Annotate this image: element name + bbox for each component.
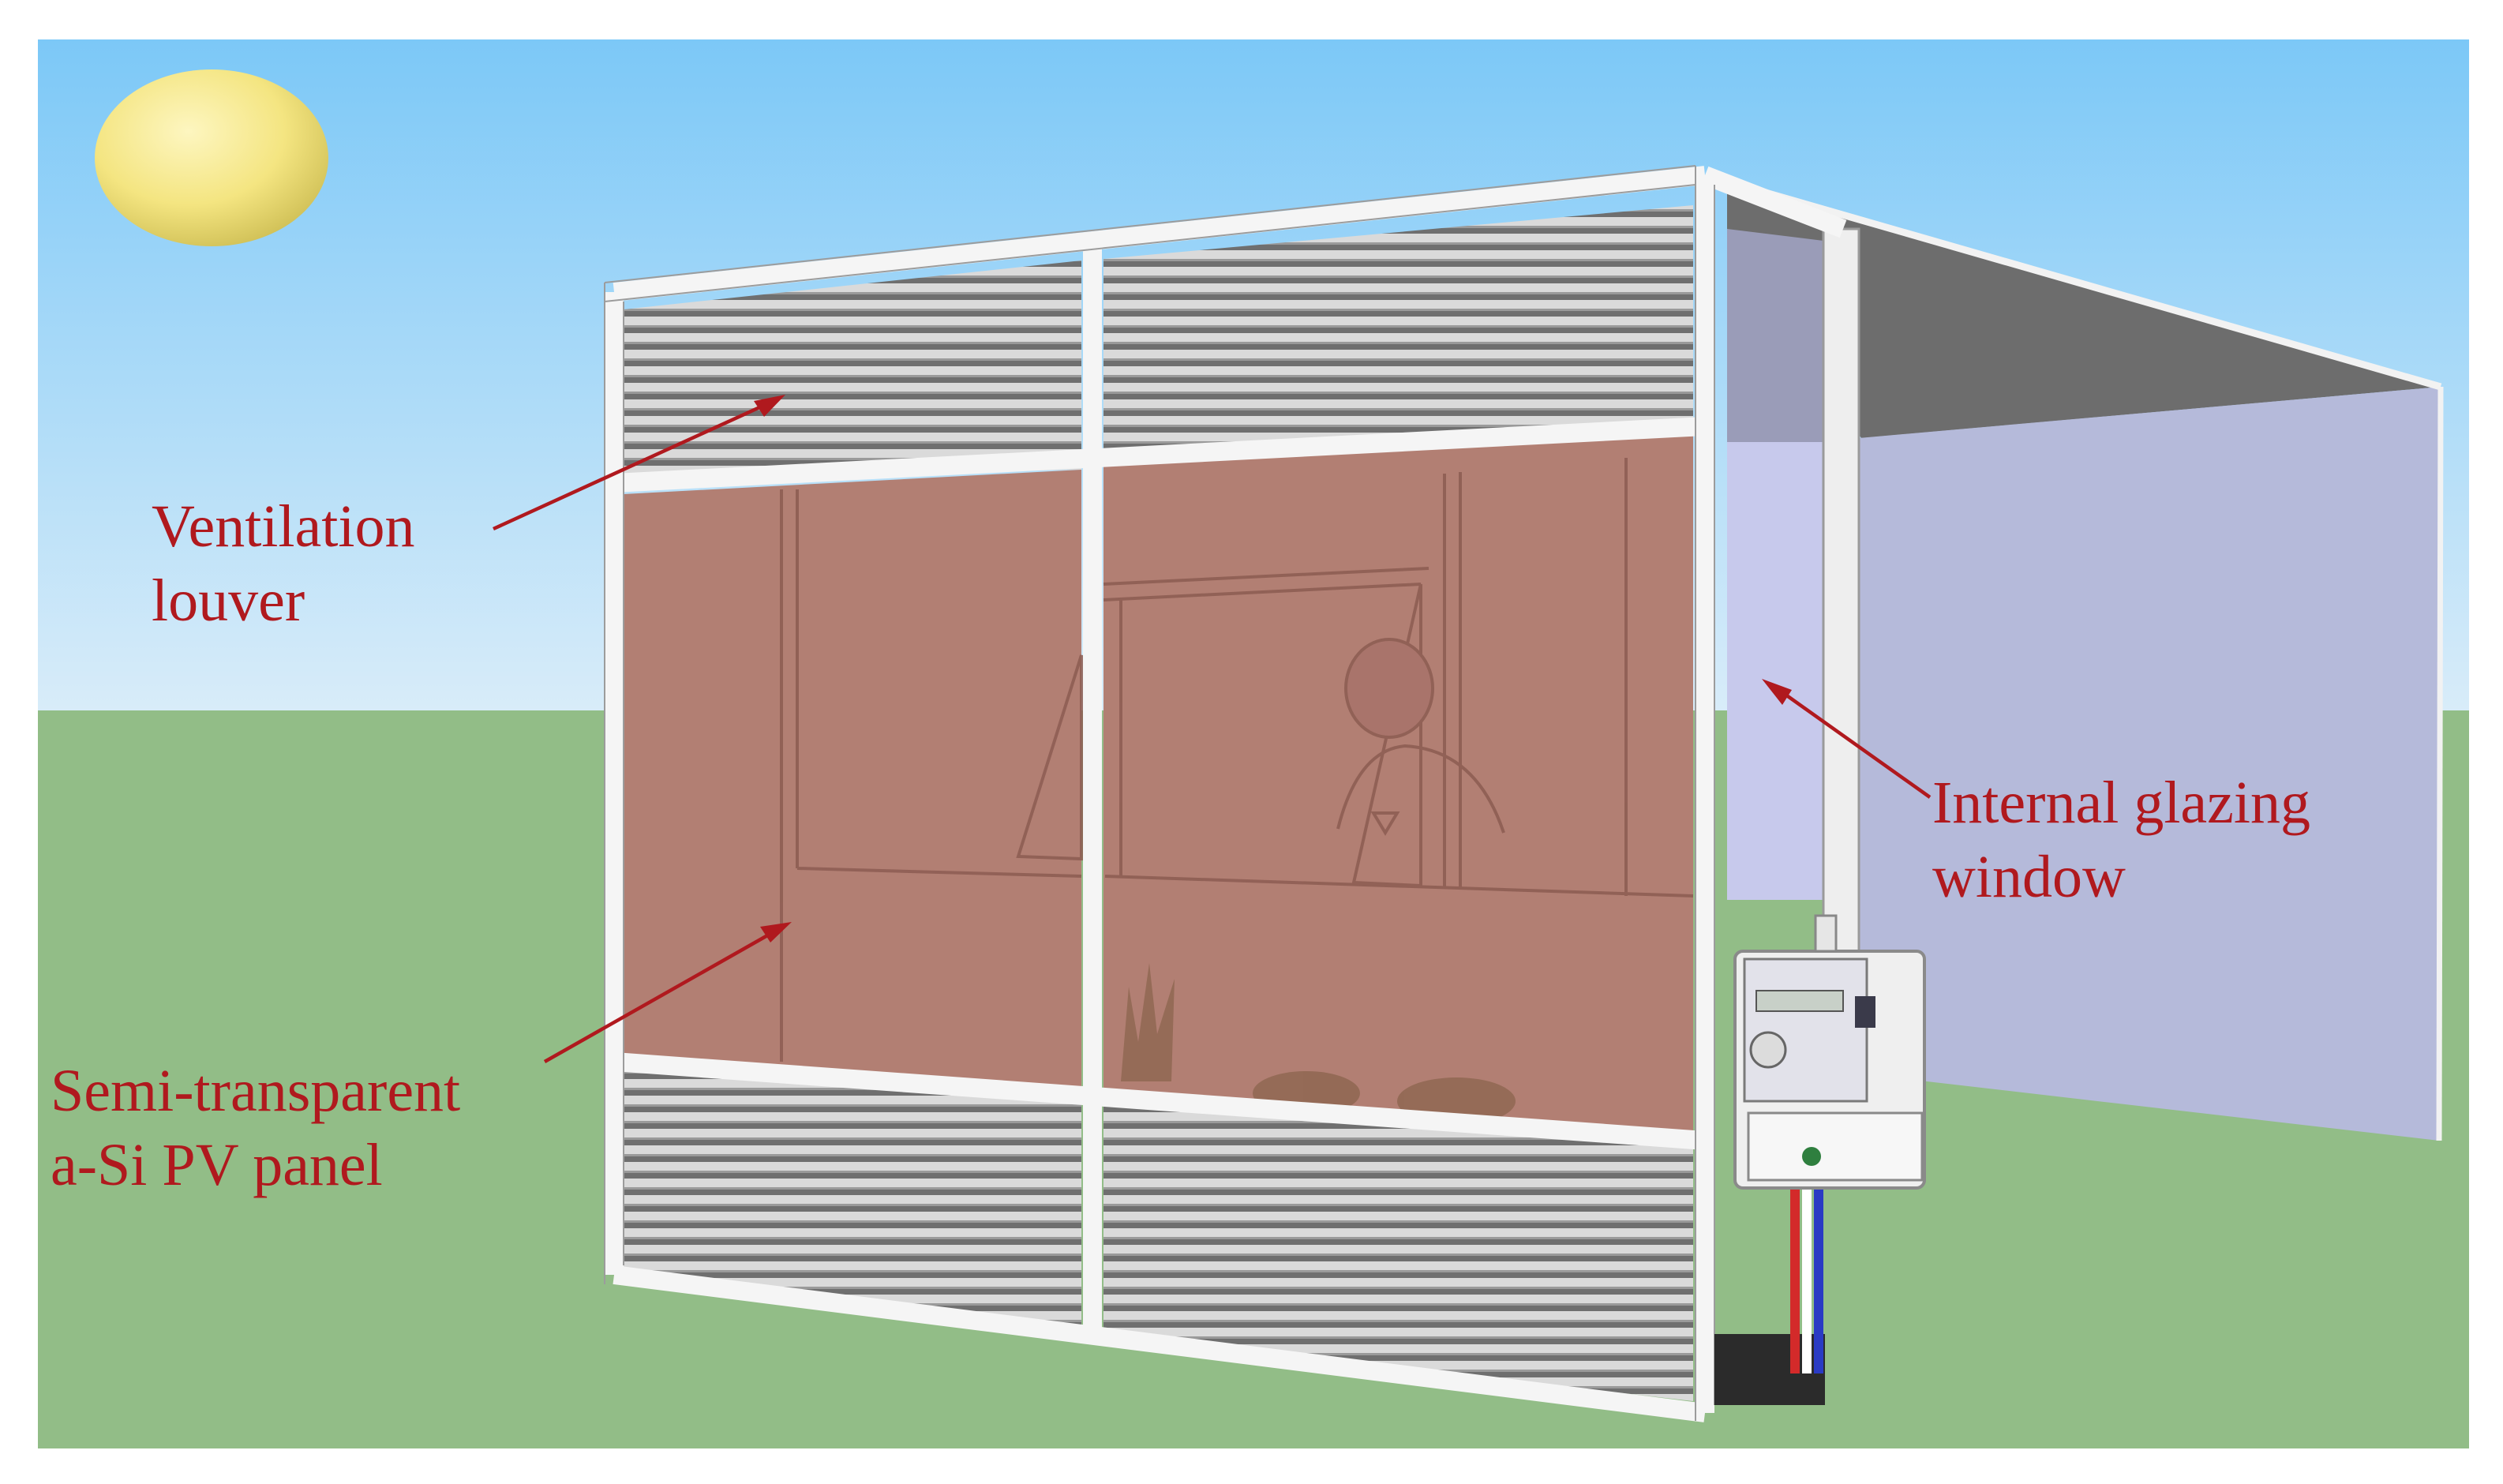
pv-panel-right [1103,433,1693,1141]
arrow-ventilation [493,399,774,531]
side-wall [1859,387,2441,1141]
upper-louver-right [1103,205,1693,464]
label-pv-panel: Semi-transparent a-Si PV panel [51,1054,460,1202]
annotation-arrows [493,399,1932,1063]
glazing-window-top [1727,229,1823,442]
red-pipe [1790,1188,1800,1373]
label-ventilation-line-2: louver [152,568,305,634]
label-pv-line-1: Semi-transparent [51,1058,461,1124]
label-ventilation-line-1: Ventilation [152,493,415,560]
label-glazing-line-2: window [1932,844,2126,910]
label-pv-line-2: a-Si PV panel [51,1132,383,1198]
pv-panel-left [624,470,1081,1091]
white-pipe [1802,1188,1812,1373]
wall-edge [2436,386,2444,1141]
upper-louver-left [624,260,1081,478]
label-internal-glazing-window: Internal glazing window [1932,766,2310,914]
side-roof [1727,182,2441,438]
blue-pipe [1814,1188,1823,1373]
arrow-glazing [1773,685,1932,799]
arrow-pv [543,926,783,1063]
lower-louver-right [1103,1099,1693,1401]
lower-louver-left [624,1067,1081,1326]
label-ventilation-louver: Ventilation louver [152,489,415,638]
sun [95,69,328,246]
frame-outline [604,165,1715,1421]
frame [605,166,1847,1422]
interior-view [780,458,1694,1062]
arrow-heads [754,395,1792,942]
roof-edge [1725,178,2442,391]
glazing-window [1727,442,1823,900]
electricity-meter [1733,914,1926,1190]
label-glazing-line-1: Internal glazing [1932,770,2311,836]
